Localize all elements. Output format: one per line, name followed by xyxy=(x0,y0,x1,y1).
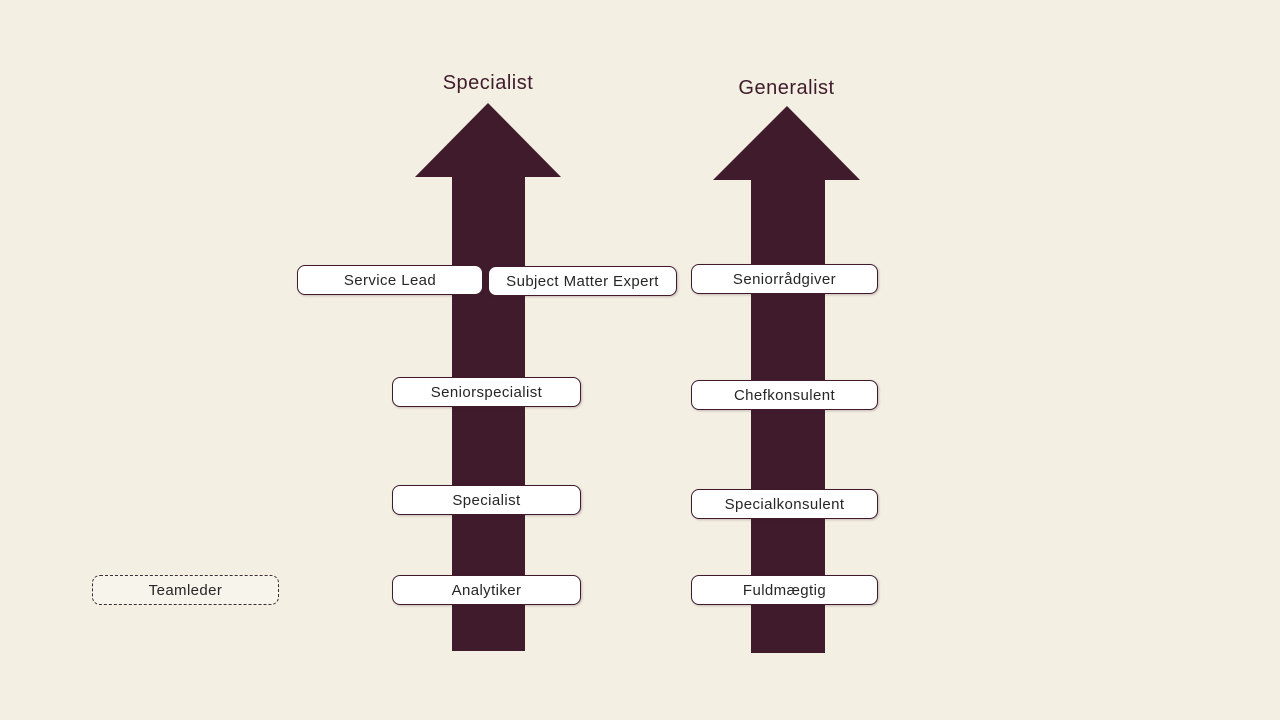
level-box-teamleder: Teamleder xyxy=(92,575,279,605)
specialist-track-title: Specialist xyxy=(442,72,534,94)
generalist-track-title: Generalist xyxy=(738,77,835,99)
level-box-chefkonsulent: Chefkonsulent xyxy=(691,380,878,410)
level-box-seniorraadgiver: Seniorrådgiver xyxy=(691,264,878,294)
level-box-subject-matter-expert: Subject Matter Expert xyxy=(488,266,677,296)
level-box-seniorspecialist: Seniorspecialist xyxy=(392,377,581,407)
level-box-specialkonsulent: Specialkonsulent xyxy=(691,489,878,519)
level-box-fuldmaegtig: Fuldmægtig xyxy=(691,575,878,605)
level-box-analytiker: Analytiker xyxy=(392,575,581,605)
level-box-service-lead: Service Lead xyxy=(297,265,483,295)
level-box-specialist: Specialist xyxy=(392,485,581,515)
